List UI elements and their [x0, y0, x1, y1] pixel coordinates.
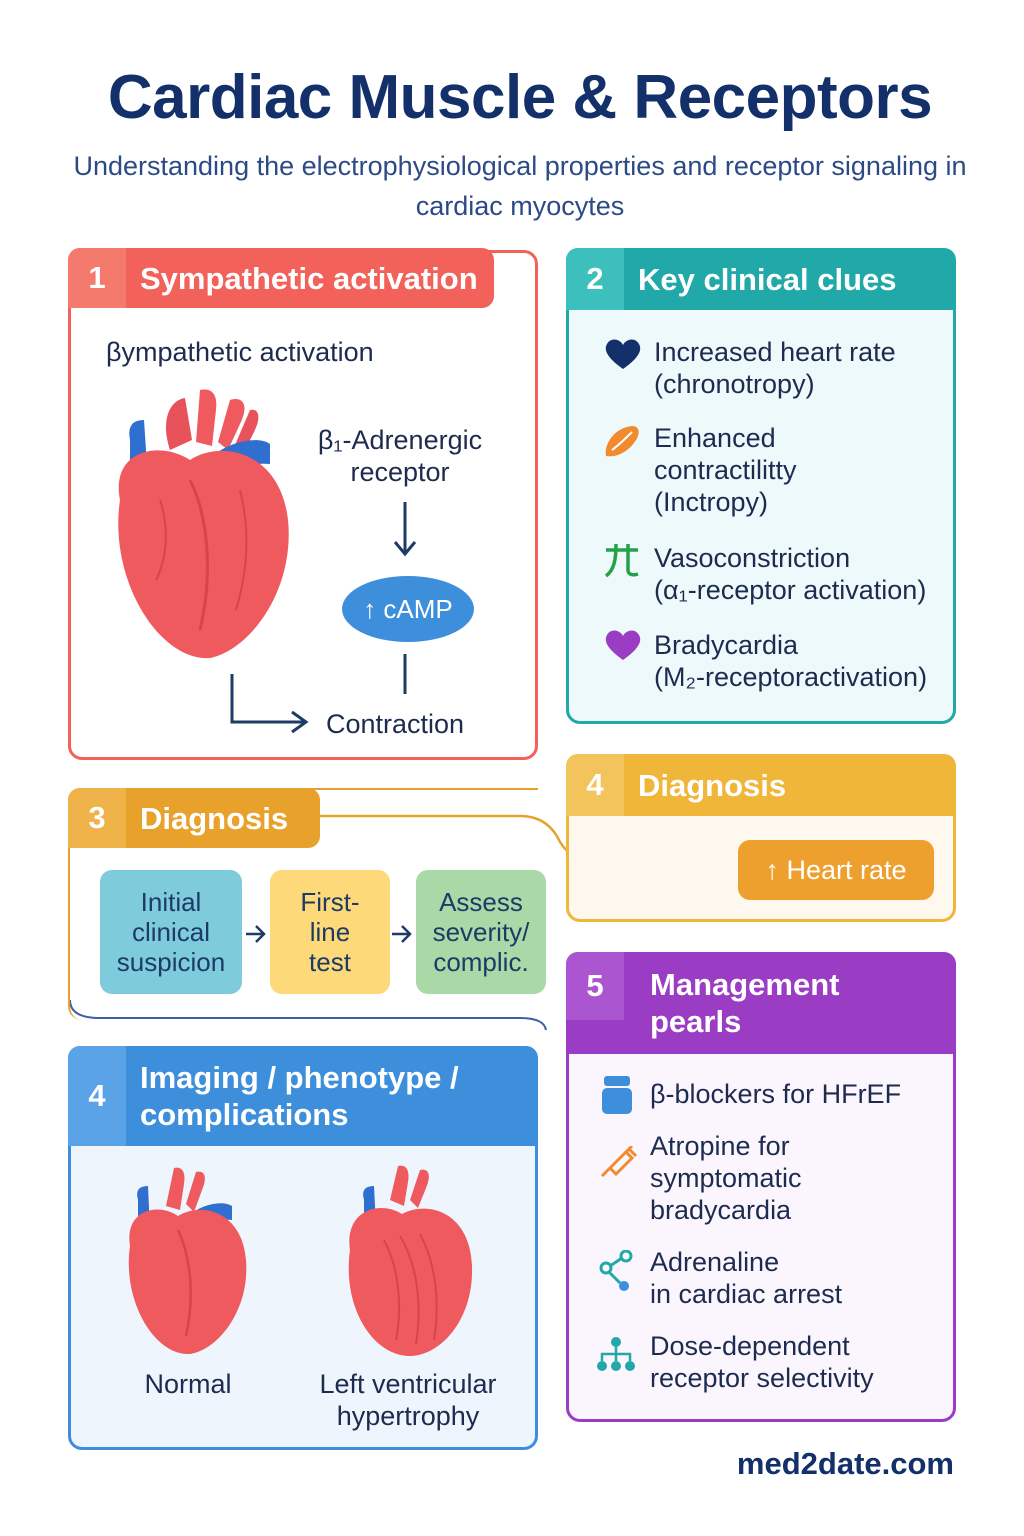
section5-number: 5 — [566, 952, 624, 1020]
section1-number: 1 — [68, 248, 126, 308]
section4b-header: 4 Imaging / phenotype / complications — [68, 1046, 538, 1146]
section4b-title: Imaging / phenotype / complications — [140, 1060, 459, 1132]
vertical-line-icon — [403, 654, 407, 694]
pearl-item-1: β-blockers for HFrEF — [650, 1079, 902, 1109]
section4a-title: Diagnosis — [638, 767, 787, 803]
hypertrophy-heart-label: Left ventricular hypertrophy — [319, 1369, 497, 1431]
section4a-number: 4 — [566, 754, 624, 816]
heart-icon — [605, 630, 641, 660]
arrow-down-icon — [393, 502, 417, 557]
section1-subtitle: βympathetic activation — [106, 337, 374, 367]
flow-arrow-icon — [392, 925, 412, 943]
pearl-item-4: Dose-dependent receptor selectivity — [650, 1331, 874, 1393]
section4b-number: 4 — [68, 1046, 126, 1146]
section-key-clinical-clues — [566, 248, 956, 724]
section5-header: 5 Management pearls — [566, 952, 956, 1054]
heart-rate-result-badge: ↑ Heart rate — [738, 840, 934, 900]
contraction-label: Contraction — [326, 709, 465, 739]
section2-header: 2 Key clinical clues — [566, 248, 956, 310]
section3-header: 3 Diagnosis — [68, 788, 320, 848]
section4a-header: 4 Diagnosis — [566, 754, 956, 816]
clue-item-4: Bradycardia (M₂-receptoractivation) — [654, 630, 928, 692]
section1-title: Sympathetic activation — [140, 260, 478, 296]
section3-title: Diagnosis — [140, 800, 289, 836]
hypertrophy-heart-illustration — [348, 1165, 473, 1356]
flow-step-assess-severity: Assess severity/ complic. — [416, 870, 546, 994]
vessel-icon — [604, 543, 639, 578]
normal-heart-label: Normal — [144, 1369, 232, 1399]
heart-illustration — [118, 389, 289, 659]
pearl-item-2: Atropine for symptomatic bradycardia — [650, 1131, 802, 1225]
footer-brand: med2date.com — [736, 1446, 954, 1481]
section1-header: 1 Sympathetic activation — [68, 248, 494, 308]
page-title: Cardiac Muscle & Receptors — [107, 63, 933, 132]
hierarchy-icon — [597, 1337, 635, 1371]
clue-item-2: Enhanced contractilitty (Inctropy) — [654, 423, 797, 517]
receptor-label: β₁-Adrenergic receptor — [317, 425, 483, 487]
pearl-item-3: Adrenaline in cardiac arrest — [650, 1247, 843, 1309]
flow-step-initial-suspicion: Initial clinical suspicion — [100, 870, 242, 994]
page-subtitle: Understanding the electrophysiological p… — [73, 151, 967, 221]
section2-number: 2 — [566, 248, 624, 310]
normal-heart-illustration — [128, 1167, 247, 1355]
flow-arrow-icon — [246, 925, 266, 943]
syringe-icon — [600, 1146, 638, 1178]
camp-ellipse: ↑ cAMP — [342, 576, 474, 642]
muscle-icon — [605, 426, 639, 457]
clue-item-3: Vasoconstriction (α₁-receptor activation… — [654, 543, 927, 605]
clue-item-1: Increased heart rate (chronotropy) — [654, 337, 896, 399]
pill-bottle-icon — [602, 1076, 632, 1114]
molecule-icon — [599, 1250, 633, 1291]
flow-step-first-line-test: First- line test — [270, 870, 390, 994]
section3-number: 3 — [68, 788, 126, 848]
heart-icon — [605, 339, 641, 369]
elbow-arrow-icon — [230, 674, 309, 734]
section5-title: Management pearls — [650, 967, 840, 1039]
section2-title: Key clinical clues — [638, 261, 897, 297]
